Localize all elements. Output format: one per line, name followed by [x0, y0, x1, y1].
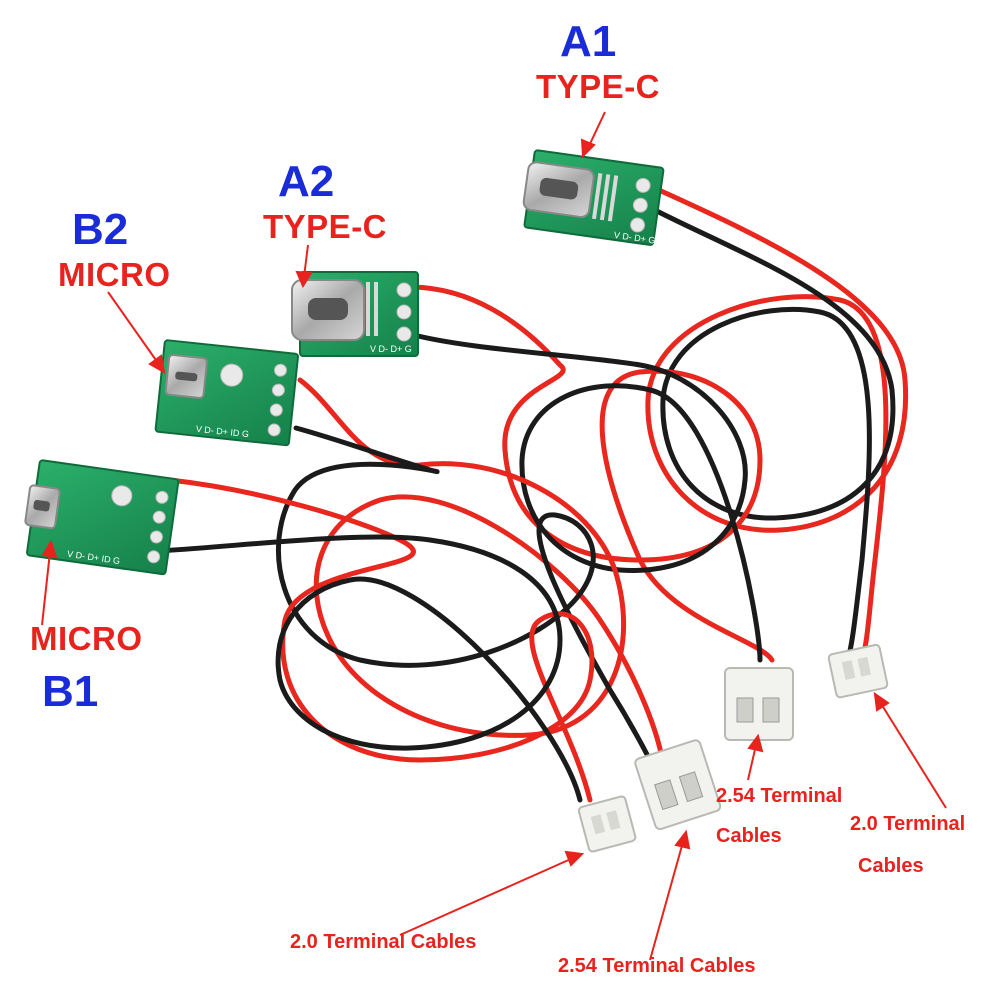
cable-b2 — [275, 377, 665, 773]
board-a2-typec: V D- D+ G — [291, 271, 419, 357]
board-b2-micro: V D- D+ ID G — [154, 339, 299, 447]
label-a2-type: TYPE-C — [263, 208, 388, 245]
label-254-bottom: 2.54 Terminal Cables — [558, 955, 756, 977]
board-b1-micro: V D- D+ ID G — [24, 459, 180, 576]
label-20-bottom: 2.0 Terminal Cables — [290, 931, 477, 953]
label-254-right-line2: Cables — [716, 825, 782, 847]
label-a2-code: A2 — [278, 157, 335, 206]
label-b2-code: B2 — [72, 205, 129, 254]
label-a1-code: A1 — [560, 17, 617, 66]
label-a1-type: TYPE-C — [536, 68, 661, 105]
board-a1-typec: V D- D+ G — [522, 149, 665, 246]
cable-a1 — [642, 183, 909, 673]
cable-b1 — [137, 477, 595, 803]
label-b2-type: MICRO — [58, 256, 171, 293]
label-b1-code: B1 — [42, 667, 99, 716]
label-254-right-line1: 2.54 Terminal — [716, 785, 843, 807]
terminal-a2-254 — [724, 667, 794, 741]
terminal-b1-20 — [577, 795, 637, 853]
terminal-b2-254 — [634, 739, 722, 831]
label-20-right-line2: Cables — [858, 855, 924, 877]
terminal-a1-20 — [827, 643, 889, 699]
label-b1-type: MICRO — [30, 620, 143, 657]
arrows — [41, 111, 947, 961]
board-a2-silkscreen: V D- D+ G — [370, 344, 412, 354]
label-20-right-line1: 2.0 Terminal — [850, 813, 966, 835]
